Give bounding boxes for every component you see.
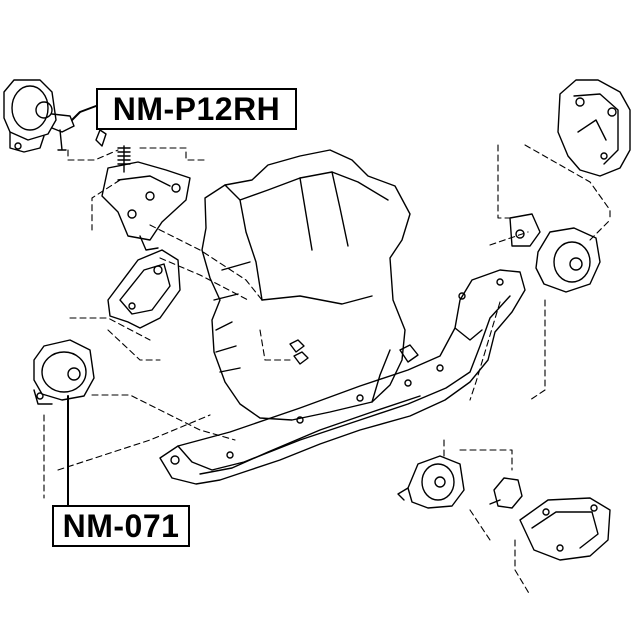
engine-mount-right <box>509 213 601 293</box>
label-leader-lines <box>67 105 97 506</box>
subframe-crossmember <box>159 269 526 485</box>
part-number-label-upper: NM-P12RH <box>96 88 297 130</box>
mount-bracket-upper-right <box>557 79 631 177</box>
engine-block <box>201 149 411 421</box>
small-isolator <box>489 477 523 509</box>
engine-mount-upper-left <box>3 79 75 153</box>
mount-bracket-lower-left <box>107 249 181 329</box>
stud-bolts <box>95 129 309 365</box>
part-number-label-lower: NM-071 <box>52 505 190 547</box>
mount-bracket-upper <box>101 161 191 251</box>
assembly-guide-lines <box>43 144 611 596</box>
engine-mount-left <box>33 339 95 405</box>
mount-bracket-lower-right <box>519 497 611 561</box>
engine-mount-lower-center <box>397 455 465 509</box>
